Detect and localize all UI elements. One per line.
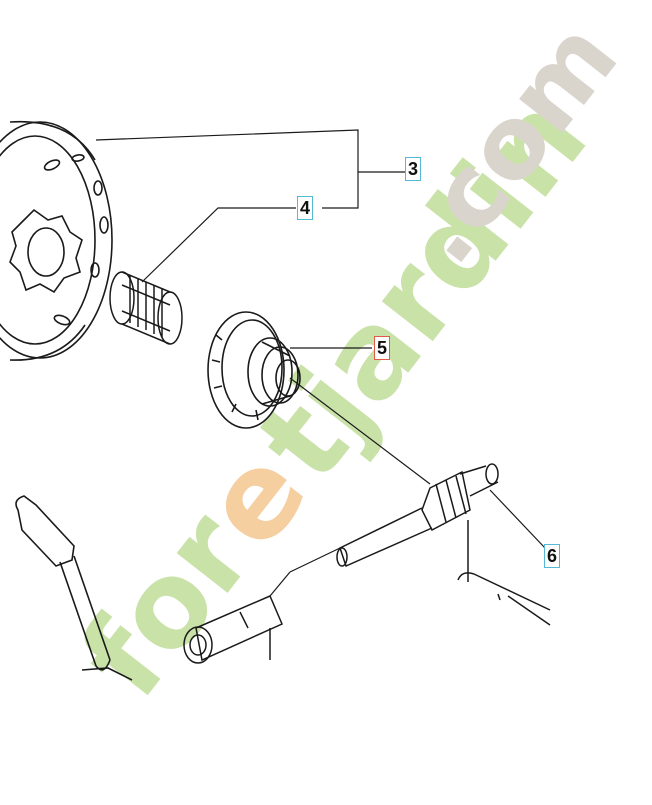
- callout-4[interactable]: 4: [297, 196, 313, 220]
- callout-5[interactable]: 5: [374, 336, 390, 360]
- leader-lines: [95, 129, 546, 549]
- needle-bearing: [109, 271, 183, 345]
- rim-sprocket: [207, 311, 301, 429]
- watermark: for e tjardin .com: [53, 0, 640, 722]
- tube-coupling: [183, 595, 283, 664]
- callout-6[interactable]: 6: [544, 544, 560, 568]
- drive-shaft: [336, 463, 499, 568]
- callout-3[interactable]: 3: [405, 157, 421, 181]
- clutch-drum: [0, 120, 113, 361]
- frame-fragments: [269, 520, 551, 660]
- lever-arm: [15, 495, 133, 681]
- assembly-axis: [269, 377, 431, 597]
